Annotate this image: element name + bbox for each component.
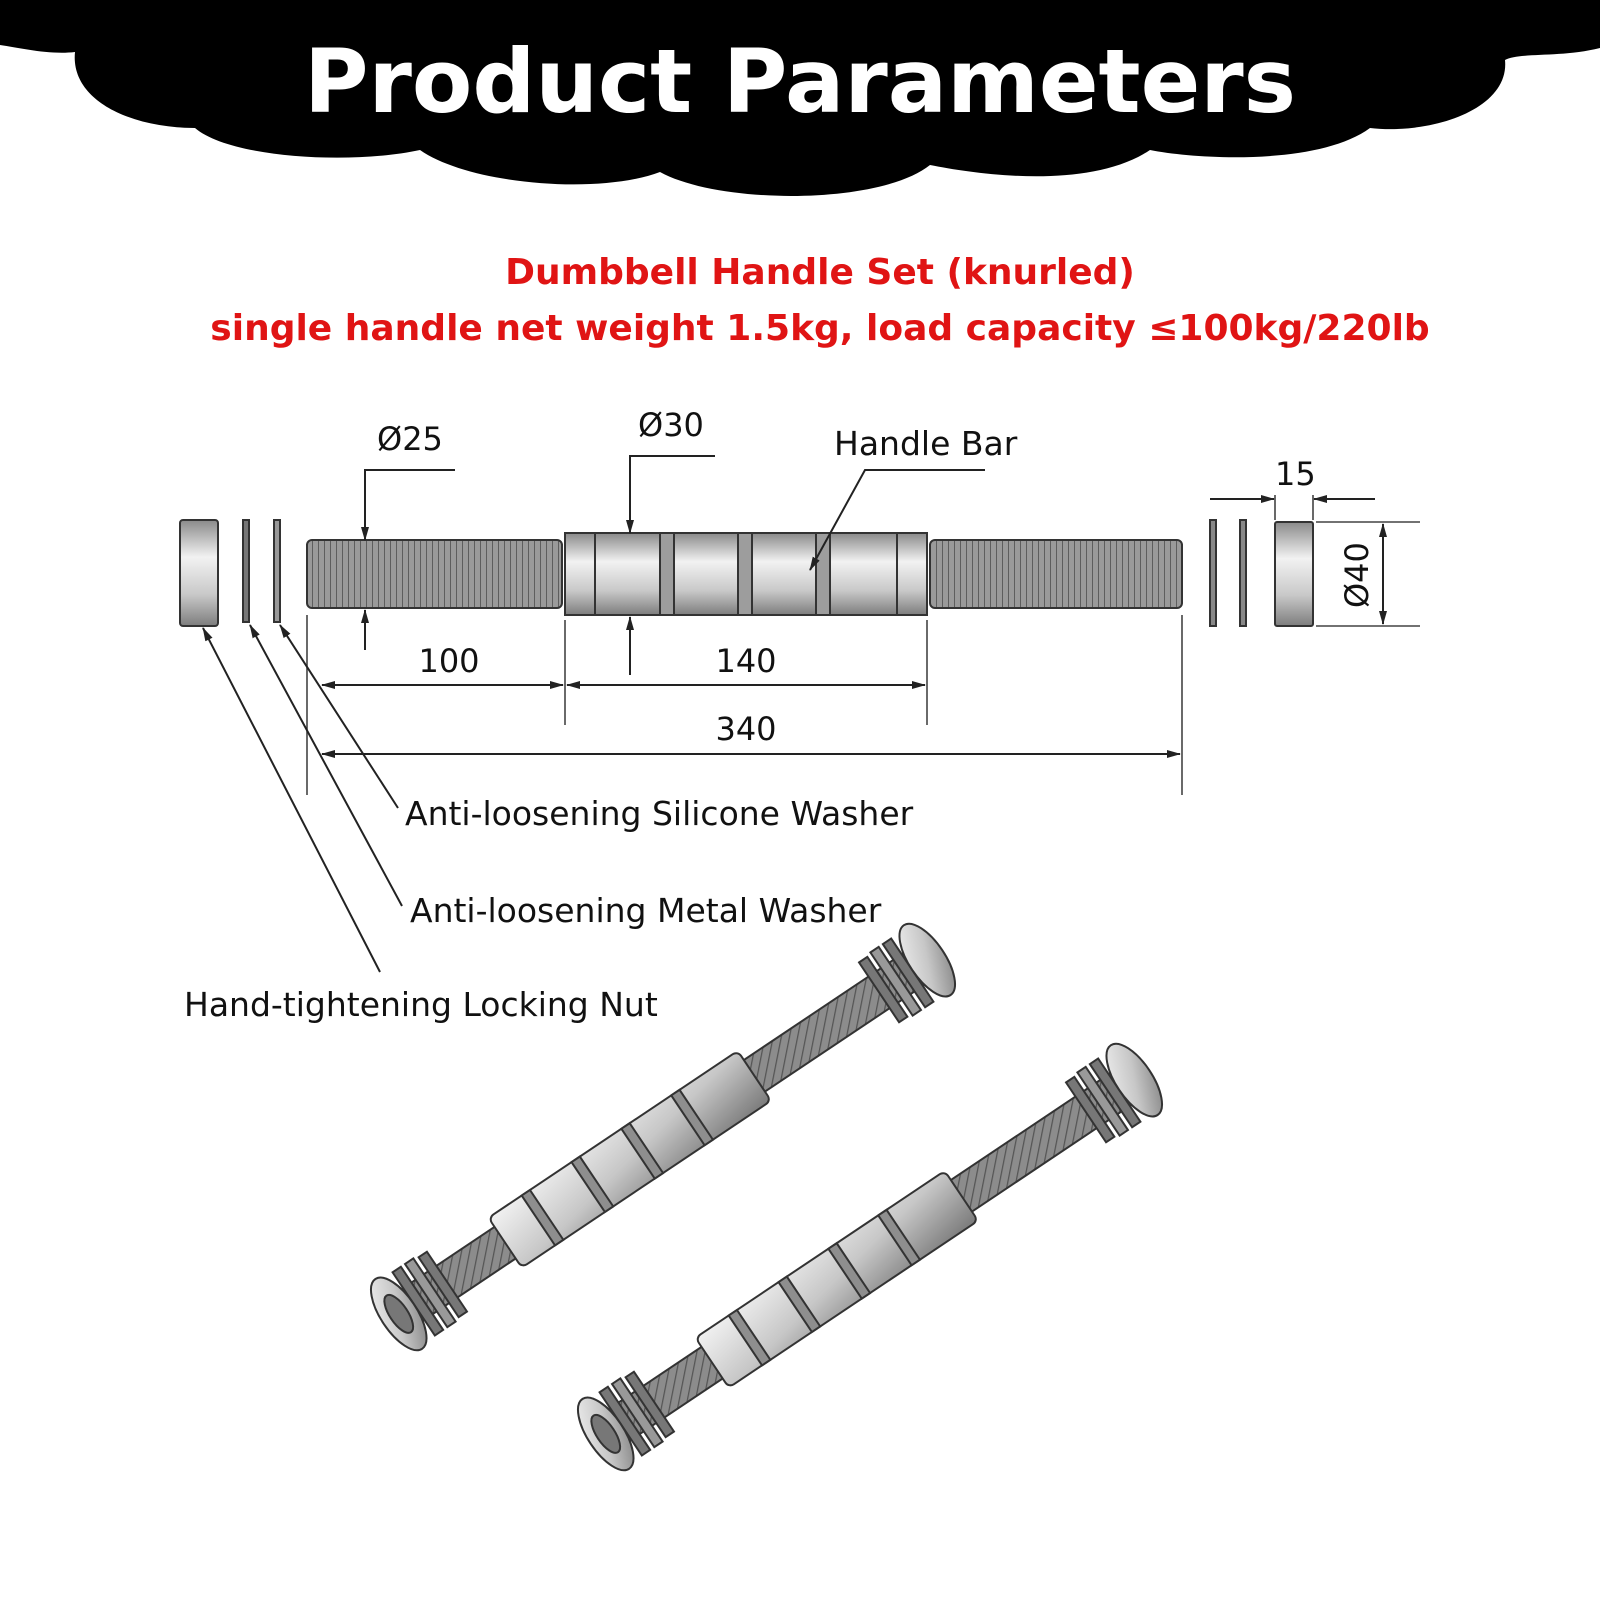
dim-thread-length: 100: [418, 642, 479, 680]
right-thread-section: [929, 539, 1183, 609]
right-silicone-washer: [1209, 519, 1217, 627]
grip-section: [564, 532, 928, 616]
right-locking-nut: [1274, 521, 1314, 627]
left-thread-section: [306, 539, 563, 609]
dim-grip-diameter: Ø30: [638, 406, 704, 444]
header-banner: Product Parameters: [0, 0, 1600, 196]
label-silicone-washer: Anti-loosening Silicone Washer: [405, 794, 914, 833]
subtitle-line-1: Dumbbell Handle Set (knurled): [505, 252, 1135, 293]
left-metal-washer: [242, 519, 250, 623]
label-handle-bar: Handle Bar: [834, 424, 1018, 463]
dim-grip-length: 140: [715, 642, 776, 680]
page-title: Product Parameters: [304, 30, 1296, 133]
right-metal-washer: [1239, 519, 1247, 627]
part-labels: Handle Bar Anti-loosening Silicone Washe…: [184, 424, 1018, 1024]
dim-nut-diameter: Ø40: [1338, 542, 1376, 608]
label-locking-nut: Hand-tightening Locking Nut: [184, 985, 658, 1024]
handle-render-2: [577, 1042, 1163, 1472]
dim-total-length: 340: [715, 710, 776, 748]
left-locking-nut: [179, 519, 219, 627]
dimension-lines: Ø25 Ø30 15 Ø40 100 140 340: [306, 406, 1420, 795]
label-metal-washer: Anti-loosening Metal Washer: [410, 891, 882, 930]
left-silicone-washer: [273, 519, 281, 623]
subtitle-line-2: single handle net weight 1.5kg, load cap…: [210, 308, 1429, 349]
handle-render-1: [370, 922, 956, 1352]
exploded-view: [179, 519, 1314, 627]
dim-thread-diameter: Ø25: [377, 420, 443, 458]
dim-nut-width: 15: [1275, 455, 1316, 493]
